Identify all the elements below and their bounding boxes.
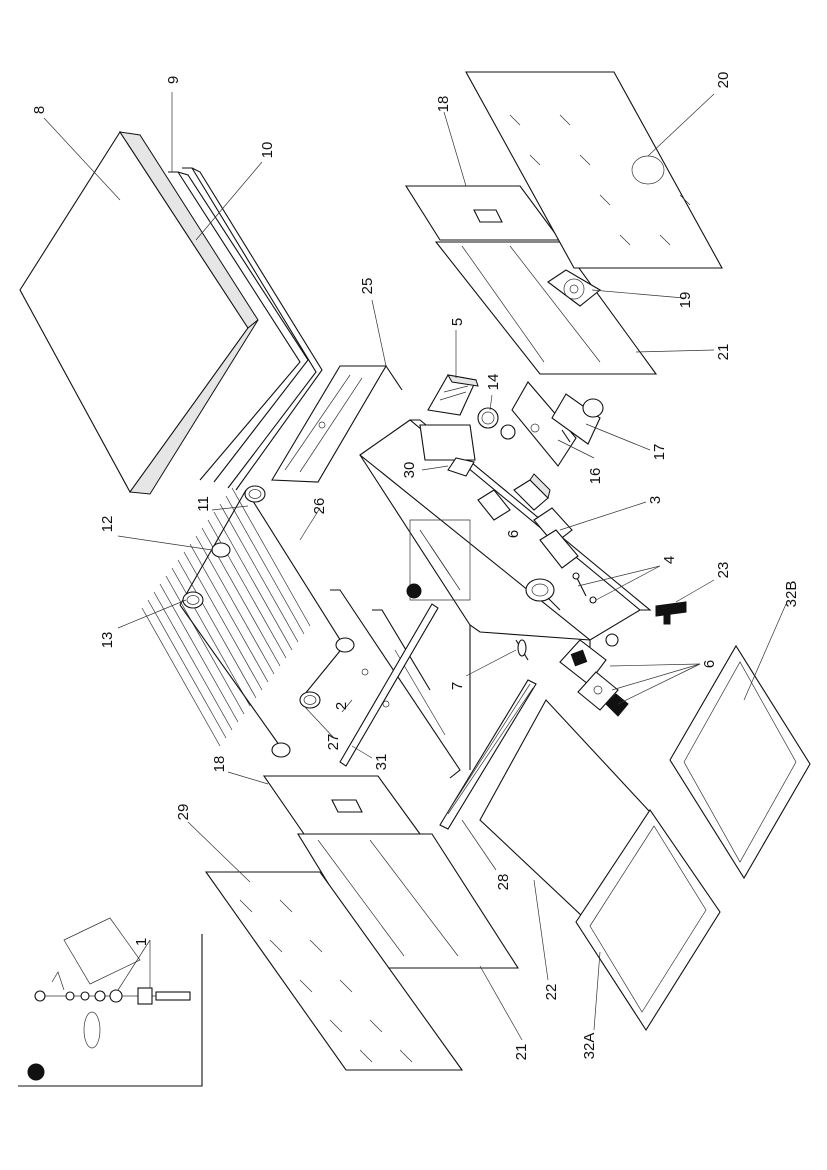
label-part-11: 11 xyxy=(195,496,212,512)
label-part-16: 16 xyxy=(587,468,604,485)
label-part-3: 3 xyxy=(647,496,664,504)
label-part-32a: 32A xyxy=(581,1033,598,1060)
label-part-31: 31 xyxy=(373,754,390,771)
left-outer-panel-part-29 xyxy=(204,871,464,1071)
label-part-2: 2 xyxy=(333,702,350,710)
label-part-23: 23 xyxy=(715,562,732,579)
label-part-20: 20 xyxy=(715,72,732,89)
heating-strip-part-28 xyxy=(439,679,537,830)
label-part-1: 1 xyxy=(133,938,150,946)
main-chassis xyxy=(359,419,652,770)
motor-part-17 xyxy=(551,393,604,445)
switch-part-6-upper xyxy=(477,489,511,521)
label-part-22: 22 xyxy=(543,984,560,1001)
label-part-18-right: 18 xyxy=(435,96,452,113)
leader-lines xyxy=(43,92,787,1041)
rear-frame-part-25 xyxy=(271,365,403,483)
label-part-8: 8 xyxy=(31,106,48,114)
label-part-21-right: 21 xyxy=(715,344,732,361)
relay-assembly-part-3 xyxy=(513,473,579,569)
label-part-5: 5 xyxy=(449,318,466,326)
inset-detail-box xyxy=(18,917,203,1087)
left-side-panel-part-18 xyxy=(262,775,422,835)
tray-part-32b xyxy=(669,644,811,880)
label-part-28: 28 xyxy=(495,874,512,891)
label-part-6-upper: 6 xyxy=(505,530,522,538)
roller-wheel-part-12 xyxy=(211,542,231,558)
part-labels: 8 9 10 25 5 14 18 20 19 21 17 16 30 3 6 … xyxy=(31,72,800,1061)
label-part-27: 27 xyxy=(325,734,342,751)
small-block-part-30 xyxy=(447,457,475,477)
control-plate-part-16 xyxy=(511,381,577,467)
control-knobs-part-14[interactable] xyxy=(477,407,516,440)
label-part-7: 7 xyxy=(449,682,466,690)
label-part-9: 9 xyxy=(165,76,182,84)
roller-wheel-part-11 xyxy=(244,485,266,503)
label-part-29: 29 xyxy=(175,804,192,821)
label-part-12: 12 xyxy=(99,516,116,533)
label-part-10: 10 xyxy=(259,142,276,159)
label-part-21-left: 21 xyxy=(513,1044,530,1061)
top-lid-part-8 xyxy=(19,130,259,495)
fan-part-19 xyxy=(547,269,601,307)
bolt-part-7 xyxy=(515,639,529,661)
grill-bars-part-26[interactable] xyxy=(141,487,345,750)
right-outer-panel-part-20 xyxy=(465,71,723,269)
label-part-25: 25 xyxy=(359,278,376,295)
foot-part-23 xyxy=(655,601,687,625)
long-rod-part-31 xyxy=(339,603,439,767)
roller-wheel-right xyxy=(335,637,355,653)
port xyxy=(605,633,619,647)
foot-lower xyxy=(605,693,629,717)
label-part-30: 30 xyxy=(401,462,418,479)
switch-plate-part-6[interactable] xyxy=(559,639,619,711)
roller-wheel-part-13 xyxy=(182,591,204,609)
label-part-32b: 32B xyxy=(783,581,800,608)
junction-box-part-5 xyxy=(427,374,479,416)
label-part-4: 4 xyxy=(661,556,678,564)
label-part-19: 19 xyxy=(677,292,694,309)
label-part-6-lower: 6 xyxy=(701,660,718,668)
lid-strip-part-10 xyxy=(182,167,323,491)
label-part-26: 26 xyxy=(311,498,328,515)
reference-dot xyxy=(406,583,422,599)
label-part-14: 14 xyxy=(485,374,502,391)
tray-part-32a xyxy=(575,809,721,1032)
label-part-17: 17 xyxy=(651,444,668,461)
label-part-13: 13 xyxy=(99,632,116,649)
label-part-18-left: 18 xyxy=(211,756,228,773)
lid-strip-part-9 xyxy=(168,171,309,483)
roller-wheel-part-27 xyxy=(271,691,321,758)
rotary-switch xyxy=(525,578,561,611)
right-side-panel-part-21 xyxy=(434,241,658,375)
